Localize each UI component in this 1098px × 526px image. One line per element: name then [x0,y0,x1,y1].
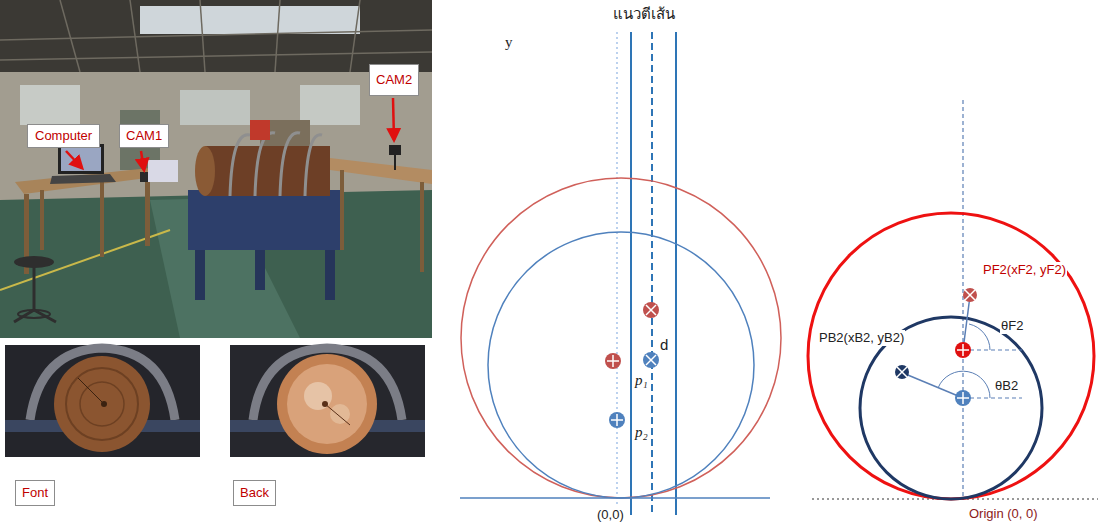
diagram-label: p₂ [634,424,649,440]
box-text: CAM2 [376,72,412,88]
leader-arrows [66,98,394,170]
label-box: Computer [27,124,100,148]
label-box: Font [15,480,55,506]
label-box: CAM2 [369,64,419,96]
workshop-photo [0,0,432,338]
front-log-photo [5,345,200,457]
angle-diagram [808,100,1098,500]
label-box: Back [233,480,276,506]
centre-line-diagram [460,32,781,515]
diagram-label: PF2(xF2, yF2) [982,262,1067,278]
diagram-label: PB2(xB2, yB2) [818,330,905,346]
diagram-label: d [659,337,669,353]
diagram-label: (0,0) [596,507,625,523]
diagram-label: p₁ [634,372,649,388]
box-text: Back [240,485,269,501]
box-text: Computer [35,128,92,144]
label-box: CAM1 [119,124,169,148]
diagram-label: Origin (0, 0) [968,506,1039,522]
diagram-label: แนวตีเส้น [612,6,676,22]
diagram-label: y [504,34,514,50]
box-text: CAM1 [126,128,162,144]
box-text: Font [22,485,48,501]
diagram-label: θB2 [994,378,1019,394]
back-log-photo [230,345,425,457]
diagram-label: θF2 [1000,318,1024,334]
